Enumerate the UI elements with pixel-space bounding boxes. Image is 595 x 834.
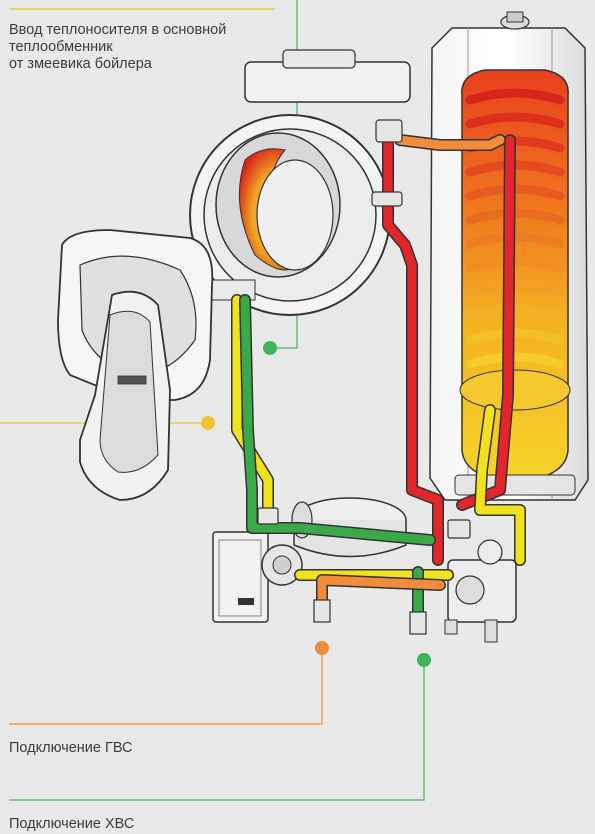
callout-line-cold: [9, 667, 425, 801]
fittings: [257, 119, 471, 635]
label-coil-inlet-line-1: Ввод теплоносителя в основной: [9, 22, 227, 38]
label-coil-inlet-line-2: теплообменник: [9, 39, 113, 55]
marker-dhw: [315, 641, 329, 655]
label-dhw-connection: Подключение ГВС: [9, 740, 133, 756]
dhw-valve-block: [444, 539, 517, 643]
main-heat-exchanger: [189, 49, 411, 316]
marker-yellow-flow: [201, 416, 215, 430]
label-coil-inlet: Ввод теплоносителя в основной теплообмен…: [9, 22, 309, 73]
label-cold-water-connection: Подключение ХВС: [9, 816, 135, 832]
marker-cold: [417, 653, 431, 667]
burner-assembly: [57, 229, 214, 501]
callout-line-dhw: [9, 655, 323, 725]
label-coil-inlet-line-3: от змеевика бойлера: [9, 56, 152, 72]
circulation-pump: [212, 531, 303, 623]
marker-coil-inlet: [263, 341, 277, 355]
pipework: [231, 124, 526, 621]
